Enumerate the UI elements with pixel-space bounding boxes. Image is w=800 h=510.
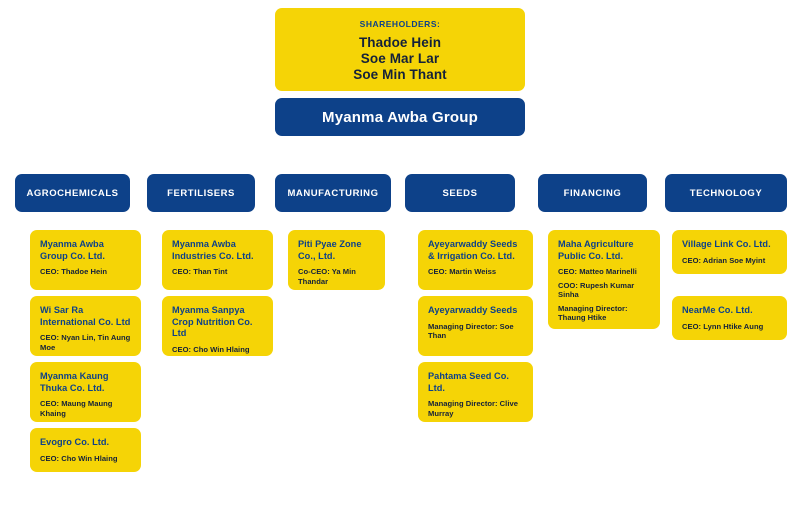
division-header-label: SEEDS	[442, 187, 478, 199]
company-name: Evogro Co. Ltd.	[40, 437, 110, 447]
company-name: Wi Sar Ra International Co. Ltd	[40, 305, 131, 327]
division-header-agrochemicals[interactable]: AGROCHEMICALS	[15, 174, 130, 212]
shareholder-name: Soe Min Thant	[353, 66, 447, 82]
company-role: Co-CEO: Ya Min Thandar	[298, 267, 356, 286]
company-name: Myanma Sanpya Crop Nutrition Co. Ltd	[172, 305, 253, 338]
company-role: COO: Rupesh Kumar Sinha	[558, 280, 635, 300]
company-name: Piti Pyae Zone Co., Ltd.	[298, 239, 362, 261]
company-role: CEO: Adrian Soe Myint	[682, 255, 766, 265]
company-name: Pahtama Seed Co. Ltd.	[428, 371, 509, 393]
company-role: Managing Director: Thaung Htike	[558, 303, 628, 323]
company-card[interactable]: Pahtama Seed Co. Ltd. Managing Director:…	[418, 362, 533, 422]
division-header-label: AGROCHEMICALS	[26, 187, 119, 199]
company-card[interactable]: Myanma Sanpya Crop Nutrition Co. Ltd CEO…	[162, 296, 273, 356]
company-card[interactable]: Piti Pyae Zone Co., Ltd. Co-CEO: Ya Min …	[288, 230, 385, 290]
company-card[interactable]: Evogro Co. Ltd. CEO: Cho Win Hlaing	[30, 428, 141, 472]
division-header-fertilisers[interactable]: FERTILISERS	[147, 174, 255, 212]
group-name: Myanma Awba Group	[322, 108, 478, 126]
company-role: CEO: Thadoe Hein	[40, 267, 107, 276]
company-role: CEO: Martin Weiss	[428, 267, 497, 276]
company-name: Myanma Kaung Thuka Co. Ltd.	[40, 371, 109, 393]
company-role: Managing Director: Clive Murray	[428, 399, 518, 418]
company-role: CEO: Cho Win Hlaing	[172, 344, 250, 354]
company-role: CEO: Than Tint	[172, 267, 228, 276]
division-header-label: FERTILISERS	[167, 187, 235, 199]
shareholders-box: SHAREHOLDERS: Thadoe Hein Soe Mar Lar So…	[275, 8, 525, 91]
group-box: Myanma Awba Group	[275, 98, 525, 136]
shareholder-name: Soe Mar Lar	[360, 50, 440, 66]
division-header-technology[interactable]: TECHNOLOGY	[665, 174, 787, 212]
company-card[interactable]: NearMe Co. Ltd. CEO: Lynn Htike Aung	[672, 296, 787, 340]
company-card[interactable]: Village Link Co. Ltd. CEO: Adrian Soe My…	[672, 230, 787, 274]
company-card[interactable]: Ayeyarwaddy Seeds & Irrigation Co. Ltd. …	[418, 230, 533, 290]
company-role: CEO: Matteo Marinelli	[558, 267, 637, 276]
company-card[interactable]: Wi Sar Ra International Co. Ltd CEO: Nya…	[30, 296, 141, 356]
shareholder-name: Thadoe Hein	[358, 34, 442, 50]
division-header-manufacturing[interactable]: MANUFACTURING	[275, 174, 391, 212]
division-header-label: TECHNOLOGY	[689, 187, 763, 199]
company-name: Ayeyarwaddy Seeds & Irrigation Co. Ltd.	[428, 239, 518, 261]
division-header-seeds[interactable]: SEEDS	[405, 174, 515, 212]
company-name: Ayeyarwaddy Seeds	[428, 305, 518, 315]
company-role: CEO: Maung Maung Khaing	[40, 399, 113, 418]
company-role: CEO: Lynn Htike Aung	[682, 321, 764, 331]
division-header-label: FINANCING	[563, 187, 622, 199]
company-name: Myanma Awba Industries Co. Ltd.	[172, 239, 254, 261]
division-header-label: MANUFACTURING	[287, 187, 379, 199]
company-name: Myanma Awba Group Co. Ltd.	[40, 239, 105, 261]
company-card[interactable]: Myanma Awba Industries Co. Ltd. CEO: Tha…	[162, 230, 273, 290]
company-card[interactable]: Myanma Kaung Thuka Co. Ltd. CEO: Maung M…	[30, 362, 141, 422]
shareholders-label: SHAREHOLDERS:	[359, 18, 441, 29]
company-role: CEO: Cho Win Hlaing	[40, 453, 118, 463]
company-role: CEO: Nyan Lin, Tin Aung Moe	[40, 333, 131, 352]
division-header-financing[interactable]: FINANCING	[538, 174, 647, 212]
company-name: Village Link Co. Ltd.	[682, 239, 771, 249]
company-card[interactable]: Ayeyarwaddy Seeds Managing Director: Soe…	[418, 296, 533, 356]
company-role: Managing Director: Soe Than	[428, 321, 514, 341]
company-card[interactable]: Myanma Awba Group Co. Ltd. CEO: Thadoe H…	[30, 230, 141, 290]
company-card[interactable]: Maha Agriculture Public Co. Ltd. CEO: Ma…	[548, 230, 660, 329]
company-name: Maha Agriculture Public Co. Ltd.	[558, 239, 634, 261]
company-name: NearMe Co. Ltd.	[682, 305, 753, 315]
